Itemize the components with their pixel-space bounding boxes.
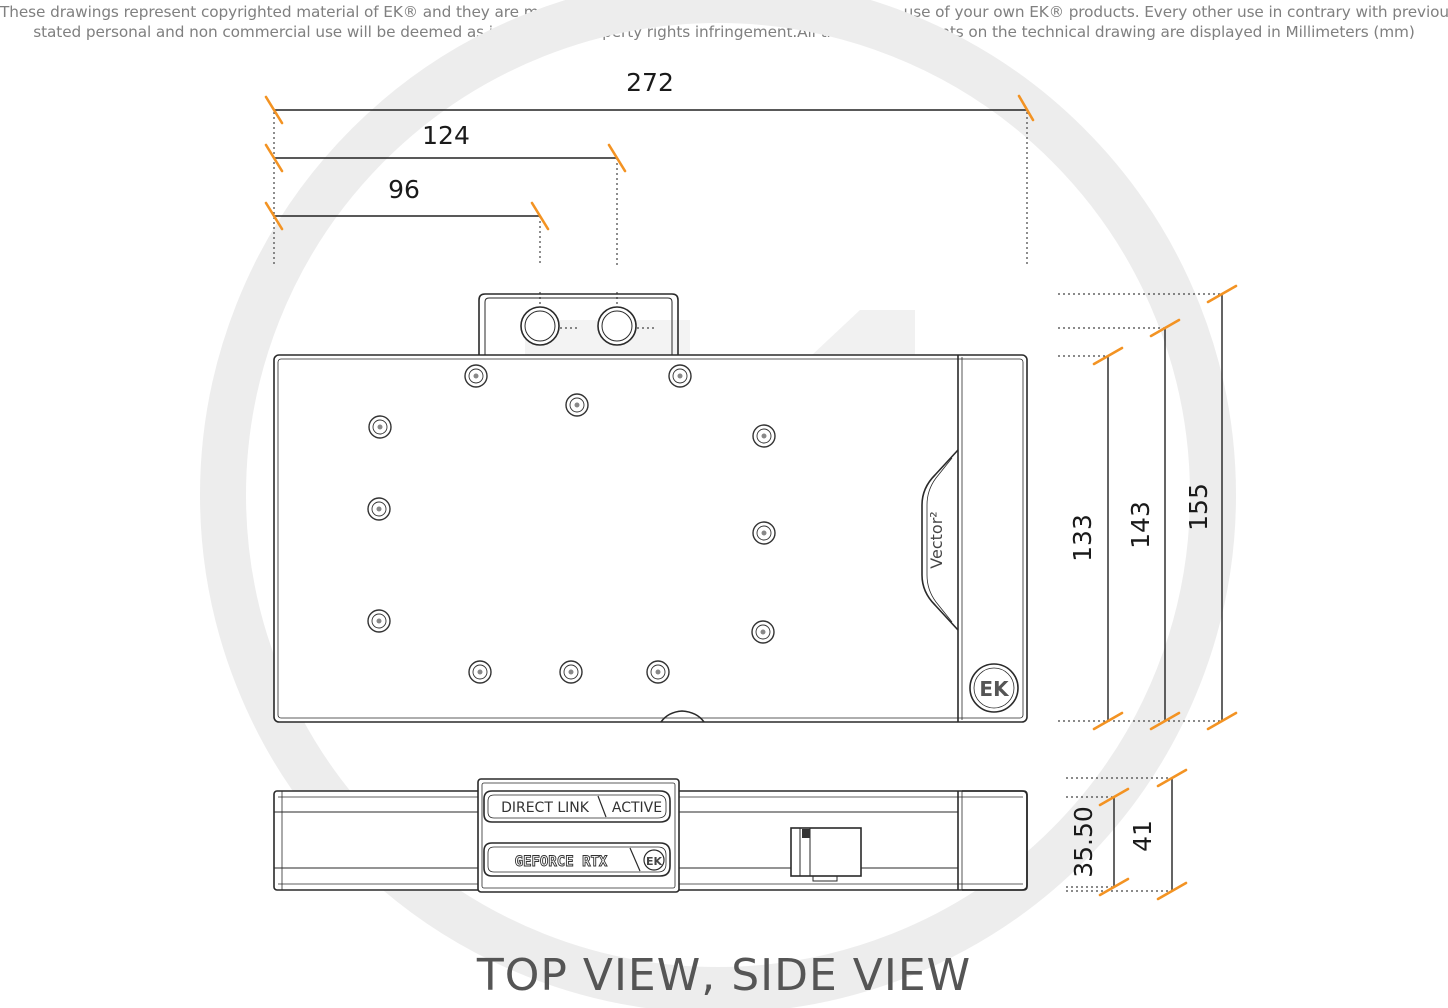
dimension-lines xyxy=(274,109,1223,891)
screw xyxy=(752,424,776,448)
dim-label-155: 155 xyxy=(1184,483,1213,531)
side-ek-label: EK xyxy=(646,855,663,868)
side-view xyxy=(273,778,1028,893)
dim-label-124: 124 xyxy=(422,121,470,150)
dimension-ticks xyxy=(264,94,1238,901)
direct-link-label: DIRECT LINK xyxy=(501,800,590,816)
top-view xyxy=(273,293,1028,723)
screw xyxy=(559,660,583,684)
screw xyxy=(367,609,391,633)
screw xyxy=(464,364,488,388)
ek-badge-label: EK xyxy=(979,677,1010,701)
screw xyxy=(368,415,392,439)
screw xyxy=(668,364,692,388)
screw xyxy=(367,497,391,521)
screw xyxy=(565,393,589,417)
dim-label-35-50: 35.50 xyxy=(1069,806,1098,878)
dim-label-143: 143 xyxy=(1126,501,1155,549)
screw xyxy=(751,620,775,644)
screw xyxy=(646,660,670,684)
screws xyxy=(367,364,776,684)
screw xyxy=(468,660,492,684)
view-title: TOP VIEW, SIDE VIEW xyxy=(476,950,972,1001)
active-label: ACTIVE xyxy=(612,800,662,816)
dim-label-96: 96 xyxy=(388,175,420,204)
vector-label: Vector² xyxy=(927,511,946,568)
screw xyxy=(752,521,776,545)
disclaimer-line-2: stated personal and non commercial use w… xyxy=(33,23,1415,41)
dim-label-272: 272 xyxy=(626,68,674,97)
dim-label-133: 133 xyxy=(1068,514,1097,562)
dim-label-41: 41 xyxy=(1128,820,1157,852)
geforce-rtx-label: GEFORCE RTX xyxy=(515,854,608,870)
